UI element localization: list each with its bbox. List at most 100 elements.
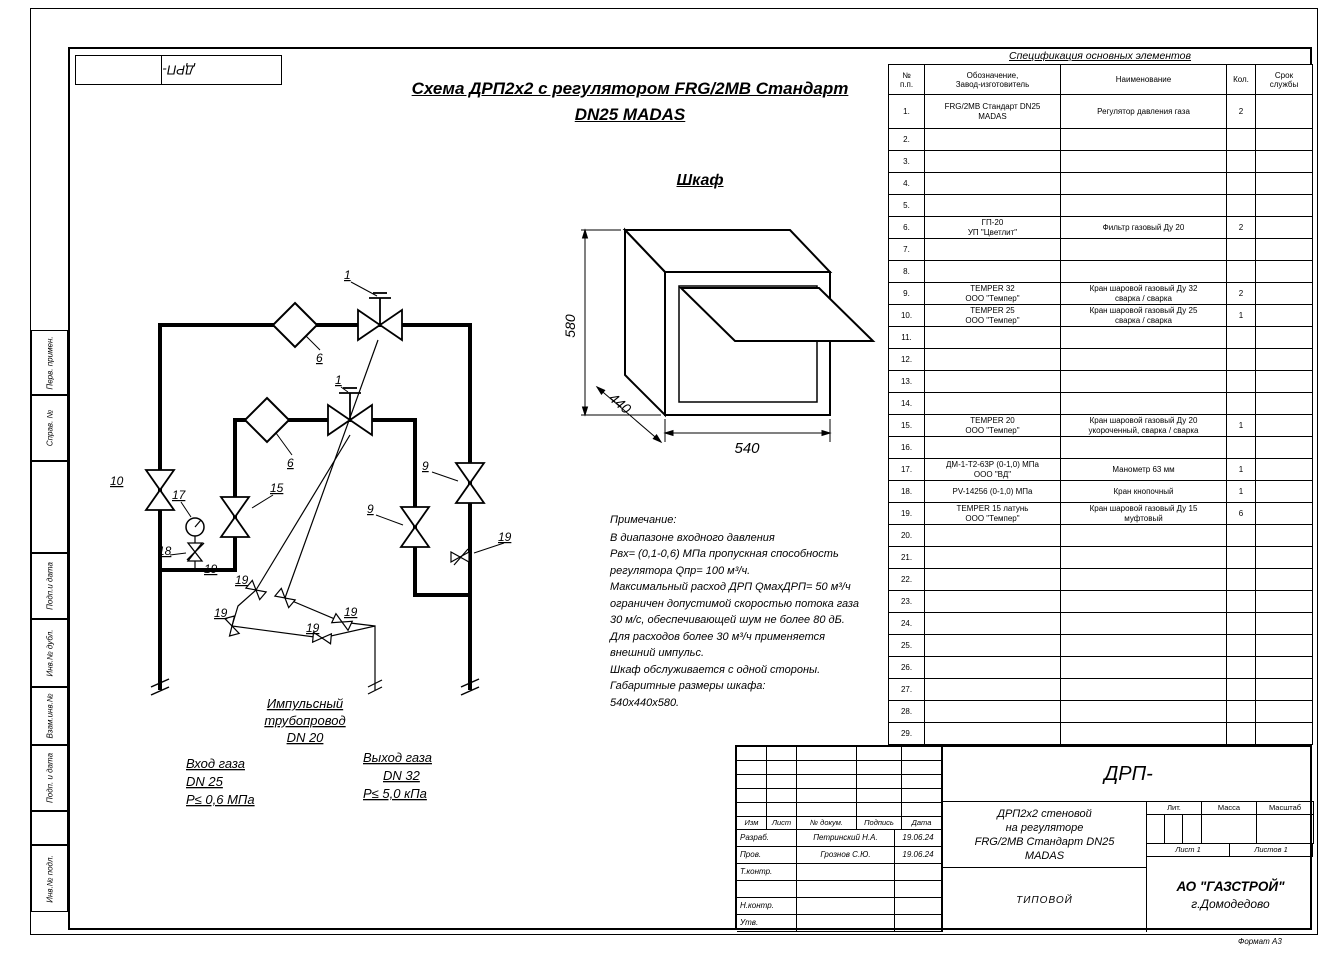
sign-row: Н.контр. — [737, 898, 942, 915]
spec-row: 21. — [888, 546, 1313, 569]
callout-18: 18 — [158, 544, 172, 558]
valve-15 — [219, 496, 251, 538]
spec-row: 16. — [888, 436, 1313, 459]
outer-frame — [30, 8, 1318, 935]
company-cell: АО "ГАЗСТРОЙ" г.Домодедово — [1147, 857, 1314, 932]
dim-440: 440 — [606, 390, 634, 417]
cabinet-open-door — [678, 287, 876, 342]
spec-row: 25. — [888, 634, 1313, 657]
spec-row: 13. — [888, 370, 1313, 393]
spec-header-qty: Кол. — [1226, 64, 1256, 95]
cabinet-box — [622, 227, 876, 418]
callout-19-6: 19 — [498, 530, 512, 544]
valve-9-line2 — [399, 506, 431, 548]
margin-cell-sprav-no: Справ. № — [31, 395, 68, 461]
lit-label: Лит. — [1147, 802, 1202, 815]
doc-code: ДРП- — [942, 747, 1314, 802]
spec-row: 4. — [888, 172, 1313, 195]
note-line: ограничен допустимой скоростью потока га… — [610, 597, 860, 610]
margin-cell-podp-data-1: Подп.и дата — [31, 553, 68, 619]
corner-stamp-divider — [161, 56, 162, 84]
note-line: Для расходов более 30 м³/ч применяется — [610, 630, 826, 643]
spec-row: 19.TEMPER 15 латунь ООО "Темпер"Кран шар… — [888, 502, 1313, 525]
note-line: В диапазоне входного давления — [610, 531, 775, 544]
type-label: ТИПОВОЙ — [942, 867, 1147, 932]
notes-block: Примечание: В диапазоне входного давлени… — [610, 512, 915, 711]
spec-title: Спецификация основных элементов — [1008, 50, 1192, 62]
schematic-svg: 1 1 6 6 10 15 17 18 9 9 19 19 19 19 19 1… — [110, 268, 512, 807]
valve-10 — [144, 469, 176, 511]
revision-grid — [737, 747, 942, 817]
margin-cell-empty — [31, 811, 68, 845]
rev-col-podpis: Подпись — [857, 817, 902, 830]
margin-cell-vzam-inv: Взам.инв.№ — [31, 687, 68, 745]
callout-19-5: 19 — [344, 605, 358, 619]
outlet-label-2: DN 32 — [383, 768, 421, 783]
margin-label: Подп. и дата — [45, 752, 54, 804]
cabinet-heading: Шкаф — [676, 172, 724, 189]
doc-title: ДРП2х2 стеновой на регуляторе FRG/2MB Ст… — [942, 802, 1147, 867]
mass-label: Масса — [1202, 802, 1257, 815]
impulse-label-1: Импульсный — [267, 696, 343, 711]
company-city: г.Домодедово — [1191, 896, 1270, 911]
spec-row: 5. — [888, 194, 1313, 217]
dim-540: 540 — [734, 440, 760, 457]
callout-9a: 9 — [422, 459, 429, 473]
pipe-break-marks — [150, 678, 480, 696]
scale-label: Масштаб — [1257, 802, 1314, 815]
sign-row — [737, 881, 942, 898]
spec-row: 29. — [888, 722, 1313, 745]
inlet-label-1: Вход газа — [186, 756, 245, 771]
margin-cell-perv-primen: Перв. примен. — [31, 330, 68, 395]
margin-label: Инв.№ подл. — [45, 854, 54, 903]
pressure-gauge — [185, 517, 205, 570]
spec-row: 27. — [888, 678, 1313, 701]
note-line: регулятора Qпр= 100 м³/ч. — [610, 564, 751, 577]
margin-cell-empty — [31, 461, 68, 553]
spec-row: 24. — [888, 612, 1313, 635]
spec-row: 7. — [888, 238, 1313, 261]
callout-17: 17 — [172, 488, 187, 502]
margin-cell-inv-dubl: Инв.№ дубл. — [31, 619, 68, 687]
corner-stamp: ДРП- — [75, 55, 282, 85]
callout-6b: 6 — [287, 456, 294, 470]
callout-1b: 1 — [335, 373, 342, 387]
callout-19-3: 19 — [214, 606, 228, 620]
outlet-label-1: Выход газа — [363, 750, 432, 765]
impulse-valves-19 — [223, 548, 470, 645]
note-line: 30 м/с, обеспечивающей шум не более 80 д… — [610, 614, 845, 626]
margin-label: Подп.и дата — [45, 562, 54, 610]
regulator-1 — [357, 292, 403, 342]
note-line: Габаритные размеры шкафа: — [610, 680, 766, 692]
drawing-title-line1: Схема ДРП2х2 с регулятором FRG/2MB Станд… — [411, 79, 849, 98]
lit-header-row: Лит. Масса Масштаб — [1147, 802, 1314, 815]
spec-row: 10.TEMPER 25 ООО "Темпер"Кран шаровой га… — [888, 304, 1313, 327]
spec-row: 28. — [888, 700, 1313, 723]
callout-1a: 1 — [344, 268, 351, 282]
sign-row: Пров.Грознов С.Ю.19.06.24 — [737, 847, 942, 864]
spec-row: 6.ГП-20 УП "Цветлит"Фильтр газовый Ду 20… — [888, 216, 1313, 239]
title-block: Изм Лист № докум. Подпись Дата Разраб.Пе… — [735, 745, 1314, 932]
margin-label: Взам.инв.№ — [45, 693, 54, 739]
spec-row: 2. — [888, 128, 1313, 151]
line2-pipe — [160, 418, 470, 597]
corner-stamp-code: ДРП- — [162, 62, 195, 78]
spec-row: 8. — [888, 260, 1313, 283]
spec-row: 17.ДМ-1-Т2-63Р (0-1,0) МПа ООО "ВД"Маном… — [888, 458, 1313, 481]
spec-row: 22. — [888, 568, 1313, 591]
spec-row: 3. — [888, 150, 1313, 173]
callout-15: 15 — [270, 481, 284, 495]
spec-row: 26. — [888, 656, 1313, 679]
margin-label: Перв. примен. — [45, 335, 54, 390]
note-line: Pвх= (0,1-0,6) МПа пропускная способност… — [610, 548, 839, 560]
callout-6a: 6 — [316, 351, 323, 365]
outlet-label-3: P≤ 5,0 кПа — [363, 786, 427, 801]
spec-row: 12. — [888, 348, 1313, 371]
revision-header-row: Изм Лист № докум. Подпись Дата — [737, 817, 942, 830]
